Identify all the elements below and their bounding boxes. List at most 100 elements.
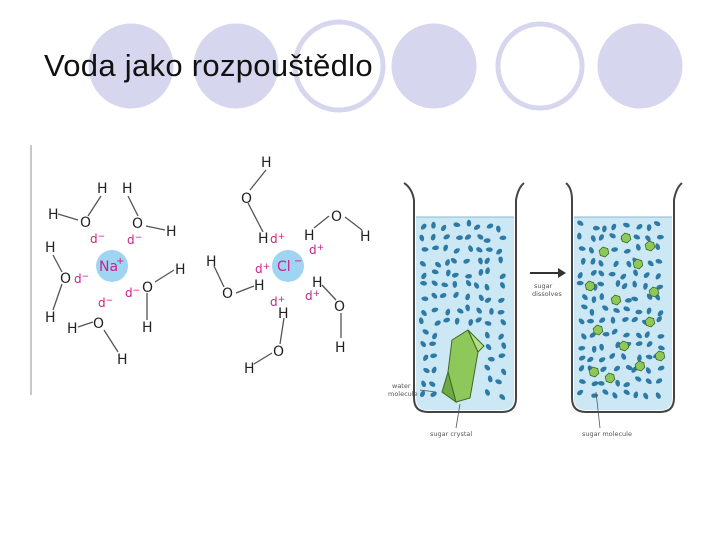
water-molecule — [418, 317, 424, 325]
h-atom: H — [45, 240, 56, 256]
water-molecule — [487, 356, 495, 362]
chloride-ion-label: Cl — [277, 259, 291, 275]
beaker-right-water — [574, 217, 672, 410]
water-molecule — [602, 331, 610, 337]
partial-charge-label: d+ — [255, 262, 270, 276]
water-molecule — [637, 354, 642, 362]
sugar-molecule — [620, 232, 632, 244]
water-molecule — [455, 235, 463, 240]
water-molecule — [432, 332, 438, 340]
deco-circle-4 — [388, 20, 480, 112]
water-molecule — [613, 307, 620, 313]
deco-circle-6 — [594, 20, 686, 112]
water-molecule — [498, 256, 503, 264]
water-molecule — [464, 234, 472, 240]
water-molecule — [501, 368, 507, 376]
water-molecule — [588, 247, 594, 254]
water-molecule — [579, 379, 586, 384]
water-molecule — [485, 344, 492, 350]
water-molecule — [633, 269, 638, 277]
water-molecule — [625, 365, 633, 371]
water-molecule — [445, 308, 451, 316]
water-molecule — [636, 223, 643, 230]
water-molecule — [581, 333, 587, 340]
o-atom: O — [241, 191, 252, 207]
water-molecule — [599, 317, 606, 323]
sodium-hydrogen-atoms: H H H H H H H H H H — [45, 181, 186, 368]
h-atom: H — [258, 231, 269, 247]
water-molecule — [489, 307, 494, 315]
h-atom: H — [45, 310, 56, 326]
h-atom: H — [278, 306, 289, 322]
water-molecule — [435, 261, 442, 268]
sugar-crystal — [441, 329, 485, 404]
water-molecule — [644, 331, 650, 338]
water-molecule — [473, 282, 480, 289]
water-molecule — [582, 294, 588, 301]
water-molecule — [635, 341, 643, 346]
water-molecule — [590, 257, 596, 265]
water-molecule — [656, 284, 664, 290]
chloride-hydration-diagram: Cl − H H H H H H H H H H O O O O O d+ d+… — [206, 155, 371, 377]
water-molecule — [622, 317, 629, 322]
h-atom: H — [142, 320, 153, 336]
h-atom: H — [97, 181, 108, 197]
water-molecule — [602, 305, 609, 311]
o-atom: O — [142, 280, 153, 296]
water-molecule — [450, 258, 457, 264]
water-molecule — [657, 334, 665, 339]
h-atom: H — [122, 181, 133, 197]
water-molecule — [468, 245, 474, 252]
water-molecule — [465, 293, 471, 301]
water-molecule — [445, 259, 450, 266]
sodium-oxygen-atoms: O O O O O — [60, 215, 153, 332]
water-molecule — [484, 320, 492, 326]
water-molecule — [496, 248, 503, 255]
water-molecule — [420, 223, 427, 230]
water-molecule — [655, 258, 663, 264]
water-molecule — [643, 283, 648, 290]
water-molecule — [577, 220, 584, 226]
water-molecule — [466, 219, 472, 227]
water-molecule — [623, 248, 631, 254]
water-molecule — [645, 235, 651, 242]
water-molecule — [484, 389, 490, 396]
o-atom: O — [80, 215, 91, 231]
water-molecule — [657, 310, 664, 317]
deco-circle-3 — [292, 19, 386, 113]
water-molecule — [597, 381, 605, 386]
water-molecule — [498, 333, 504, 340]
water-molecule — [476, 307, 482, 314]
water-molecule — [598, 234, 605, 241]
water-molecule — [646, 341, 653, 347]
sugar-molecule — [644, 240, 656, 252]
water-molecule — [429, 381, 436, 387]
water-molecule — [439, 293, 447, 298]
water-molecule — [653, 221, 661, 227]
chloride-partial-charges: d+ d+ d+ d+ d+ — [255, 232, 324, 309]
water-molecule — [578, 365, 585, 372]
partial-charge-label: d− — [90, 232, 105, 246]
sugar-molecule — [592, 324, 604, 336]
sugar-molecule — [648, 286, 660, 298]
chloride-oxygen-atoms: O O O O O — [222, 191, 345, 360]
water-molecule — [658, 345, 665, 351]
water-molecule — [646, 224, 652, 232]
sodium-ion — [96, 250, 128, 282]
sugar-dissolving-diagram: sugar dissolves water molecule sugar cry… — [388, 182, 683, 438]
water-molecule — [578, 345, 586, 351]
h-atom: H — [312, 275, 323, 291]
h-atom: H — [244, 361, 255, 377]
sodium-partial-charges: d− d− d− d− d− — [74, 232, 142, 310]
water-molecule — [623, 306, 631, 312]
water-molecule — [499, 394, 506, 400]
deco-circle-1 — [85, 20, 177, 112]
water-molecule — [453, 291, 459, 298]
water-molecule — [602, 389, 609, 395]
sugar-molecule — [598, 246, 610, 258]
water-molecule — [440, 224, 447, 232]
water-molecule — [576, 280, 584, 286]
water-molecule — [655, 273, 661, 280]
water-molecule — [610, 316, 616, 324]
water-molecule — [608, 271, 616, 277]
